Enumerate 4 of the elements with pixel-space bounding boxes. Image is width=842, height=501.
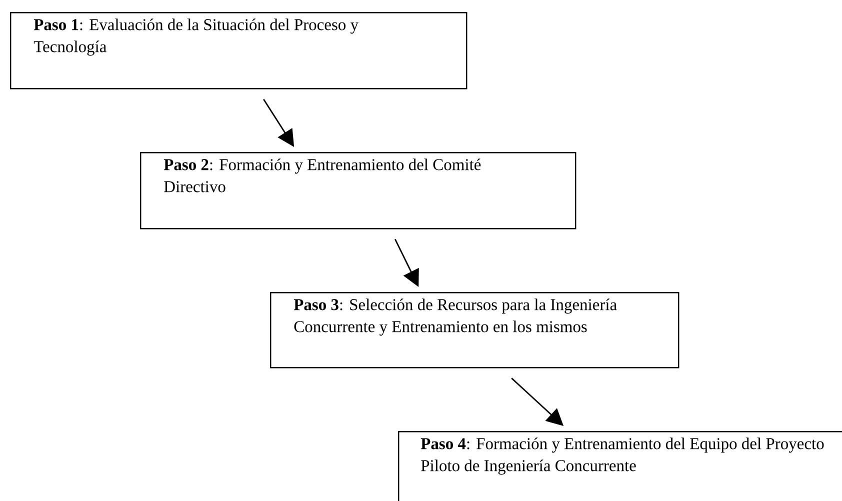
step-box: Paso 2: Formación y Entrenamiento del Comité Directivo	[140, 152, 576, 230]
step-box: Paso 3: Selección de Recursos para la Ingeniería Concurrente y Entrenamiento en los mismos	[270, 292, 680, 368]
step-box: Paso 1: Evaluación de la Situación del Proceso y Tecnología	[10, 12, 468, 90]
step-box: Paso 4: Formación y Entrenamiento del Equipo del Proyecto Piloto de Ingeniería Concurrente	[398, 431, 842, 501]
